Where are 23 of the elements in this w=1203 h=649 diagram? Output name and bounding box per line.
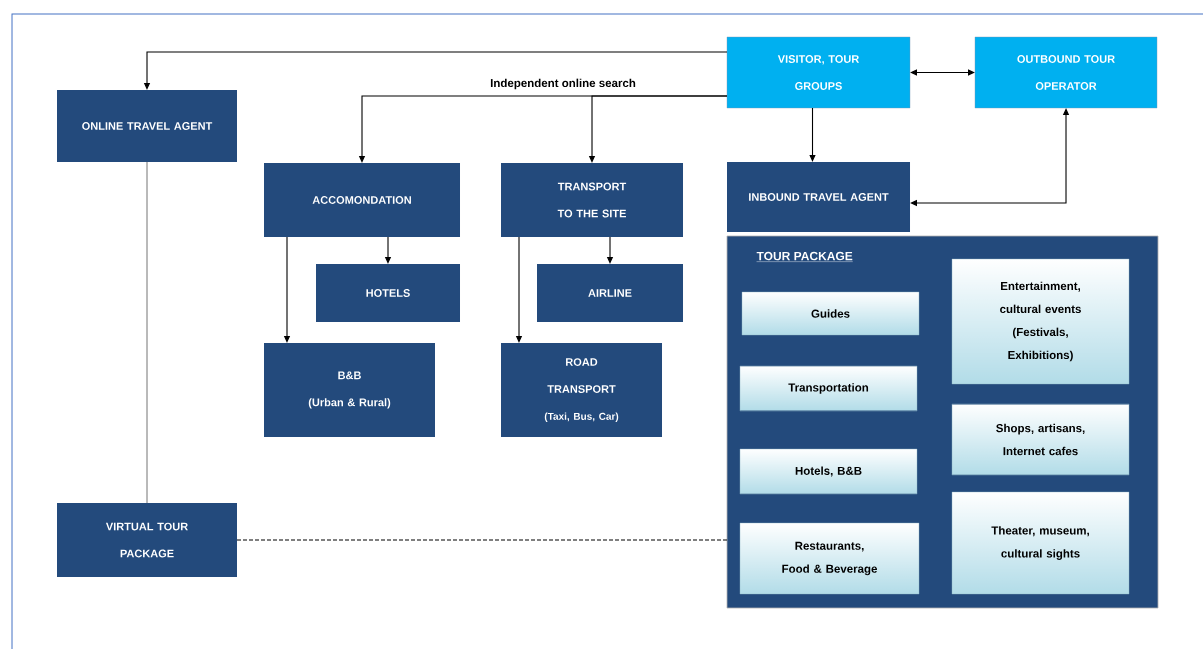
stakeholder-box: VISITOR, TOUR GROUPS	[726, 36, 911, 109]
connector	[809, 107, 816, 162]
edge-label: Independent online search	[489, 77, 637, 91]
connector	[910, 69, 975, 76]
stakeholder-box: OUTBOUND TOUR OPERATOR	[974, 36, 1158, 109]
process-box: TRANSPORT TO THE SITE	[501, 163, 683, 237]
service-box: Transportation	[739, 365, 918, 412]
process-box: INBOUND TRAVEL AGENT	[727, 162, 910, 232]
service-box: Shops, artisans, Internet cafes	[951, 403, 1130, 476]
process-box: ONLINE TRAVEL AGENT	[57, 90, 237, 162]
service-box: Hotels, B&B	[739, 448, 918, 495]
service-box: Restaurants, Food & Beverage	[739, 522, 920, 595]
service-box: Guides	[741, 291, 920, 336]
connector	[236, 539, 728, 541]
process-box: AIRLINE	[537, 264, 683, 322]
process-box: HOTELS	[316, 264, 460, 322]
process-box: B&B (Urban & Rural)	[264, 343, 435, 437]
service-box: Entertainment, cultural events (Festivals, Exhibitions)	[951, 258, 1130, 385]
process-box: ROAD TRANSPORT (Taxi, Bus, Car)	[501, 343, 662, 437]
connector	[146, 161, 148, 504]
process-box: ACCOMONDATION	[264, 163, 460, 237]
process-box: VIRTUAL TOUR PACKAGE	[57, 503, 237, 577]
service-box: Theater, museum, cultural sights	[951, 491, 1130, 595]
